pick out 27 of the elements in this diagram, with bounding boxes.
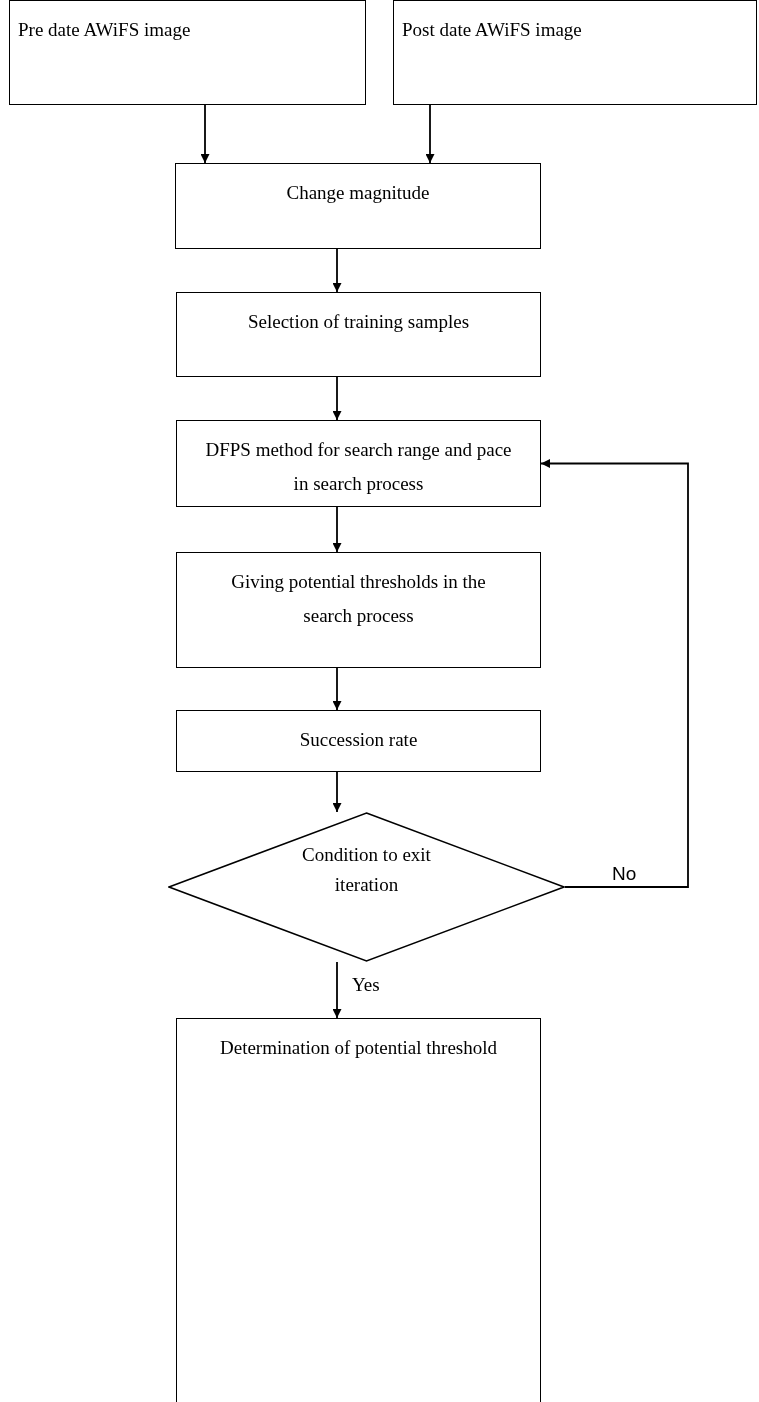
node-text: Change magnitude bbox=[285, 181, 431, 205]
decision-diamond bbox=[168, 812, 565, 962]
process-box bbox=[9, 0, 366, 105]
arrow bbox=[200, 104, 210, 164]
process-box bbox=[176, 292, 541, 377]
node-text: Giving potential thresholds in the search process bbox=[230, 570, 487, 628]
arrow bbox=[540, 459, 689, 888]
process-box bbox=[176, 420, 541, 507]
node-text: Succession rate bbox=[298, 728, 419, 752]
node-text: Condition to exit iteration bbox=[301, 843, 432, 897]
process-box bbox=[176, 1018, 541, 1402]
arrow bbox=[332, 667, 342, 711]
node-text: DFPS method for search range and pace in search process bbox=[205, 438, 512, 496]
node-text: Pre date AWiFS image bbox=[18, 18, 192, 42]
process-box bbox=[393, 0, 757, 105]
arrow bbox=[332, 506, 342, 553]
arrow bbox=[332, 771, 342, 813]
arrow bbox=[425, 104, 435, 164]
process-box bbox=[175, 163, 541, 249]
node-text: Selection of training samples bbox=[246, 310, 471, 334]
node-text: Post date AWiFS image bbox=[402, 18, 583, 42]
process-box bbox=[176, 552, 541, 668]
arrow bbox=[332, 961, 342, 1019]
arrow bbox=[332, 248, 342, 293]
node-text: Determination of potential threshold bbox=[219, 1036, 498, 1060]
process-box bbox=[176, 710, 541, 772]
arrow bbox=[332, 376, 342, 421]
